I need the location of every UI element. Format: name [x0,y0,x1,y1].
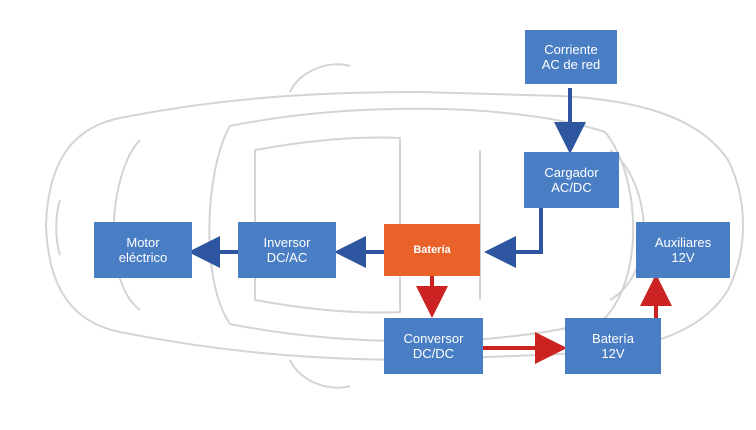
grid-ac-block: Corriente AC de red [525,30,617,84]
inverter-block: Inversor DC/AC [238,222,336,278]
auxiliaries-label-2: 12V [671,250,695,265]
motor-block: Motor eléctrico [94,222,192,278]
inverter-label-1: Inversor [263,235,311,250]
auxiliaries-label-1: Auxiliares [654,235,712,250]
grid-ac-label-2: AC de red [541,57,601,72]
converter-label-2: DC/DC [412,346,455,361]
inverter-label-2: DC/AC [266,250,308,265]
motor-label-2: eléctrico [118,250,168,265]
battery-12v-label-2: 12V [601,346,625,361]
charger-label-2: AC/DC [551,180,592,195]
converter-label-1: Conversor [403,331,464,346]
charger-block: Cargador AC/DC [524,152,619,208]
arrow-charger-to-battery [484,208,543,268]
charger-label-1: Cargador [544,165,599,180]
motor-label-1: Motor [126,235,160,250]
battery-label: Batería [413,243,451,256]
auxiliaries-block: Auxiliares 12V [636,222,730,278]
battery-12v-label-1: Batería [592,331,634,346]
battery-12v-block: Batería 12V [565,318,661,374]
grid-ac-label-1: Corriente [544,42,598,57]
battery-block: Batería [384,224,480,276]
converter-block: Conversor DC/DC [384,318,483,374]
